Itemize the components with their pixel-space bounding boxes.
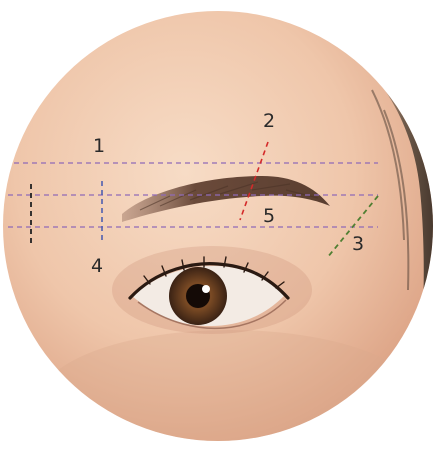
label-2: 2 — [263, 110, 275, 132]
label-1: 1 — [93, 135, 105, 157]
label-4: 4 — [91, 255, 103, 277]
label-3: 3 — [352, 233, 364, 255]
label-5: 5 — [263, 205, 275, 227]
eye-icon — [169, 267, 227, 325]
eye-highlight — [202, 285, 210, 293]
